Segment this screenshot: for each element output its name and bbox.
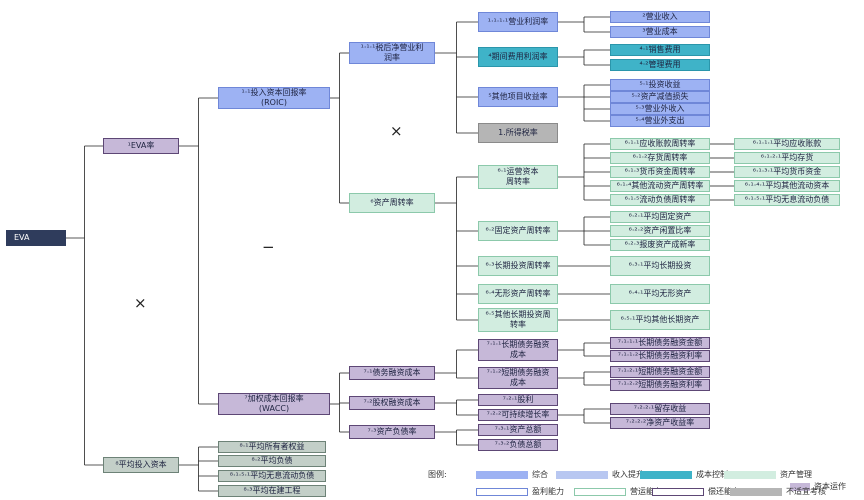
multiply-operator-bottom: × — [134, 294, 147, 312]
node-fa-turnover: ⁶·²固定资产周转率 — [478, 221, 558, 241]
node-ar-turnover: ⁶·¹·¹应收账款周转率 — [610, 138, 710, 150]
node-olta-turnover: ⁶·⁵其他长期投资周 转率 — [478, 308, 558, 332]
legend-label-operating: 营运能力 — [630, 487, 662, 496]
node-st-debt-amt: ⁷·¹·²·¹短期债务融资金额 — [610, 366, 710, 378]
node-debt-cost: ⁷·¹债务融资成本 — [349, 366, 435, 380]
legend-swatch-na — [730, 488, 782, 496]
node-eva-rate: ¹EVA率 — [103, 138, 179, 154]
node-growth: ⁷·²·²可持续增长率 — [478, 409, 558, 421]
node-avg-fa: ⁶·²·¹平均固定资产 — [610, 211, 710, 223]
node-avg-oca: ⁶·¹·⁴·¹平均其他流动资本 — [734, 180, 840, 192]
node-lt-debt-cost: ⁷·¹·¹长期债务融资 成本 — [478, 339, 558, 361]
node-asset-turnover: ⁶资产周转率 — [349, 193, 435, 213]
node-total-assets: ⁷·³·¹资产总额 — [478, 424, 558, 436]
node-avg-olta: ⁶·⁵·¹平均其他长期资产 — [610, 310, 710, 330]
node-st-debt-cost: ⁷·¹·²短期债务融资 成本 — [478, 367, 558, 389]
node-nonop-income: ⁵·³营业外收入 — [610, 103, 710, 115]
legend-label-general: 综合 — [532, 470, 548, 479]
node-fa-idle: ⁶·²·²资产闲置比率 — [610, 225, 710, 237]
legend-label-capital: 资本运作 — [814, 482, 846, 491]
node-retained: ⁷·²·²·¹留存收益 — [610, 403, 710, 415]
node-cash-turnover: ⁶·¹·³货币资金周转率 — [610, 166, 710, 178]
legend-swatch-operating — [574, 488, 626, 496]
node-roic: ¹·¹投入资本回报率 (ROIC) — [218, 87, 330, 109]
legend-label-profit: 盈利能力 — [532, 487, 564, 496]
node-debt-ratio: ⁷·³资产负债率 — [349, 425, 435, 439]
legend-label-solvency: 偿还能力 — [708, 487, 740, 496]
node-avg-ncl: ⁶·¹·⁵·¹平均无息流动负债 — [734, 194, 840, 206]
legend-swatch-profit — [476, 488, 528, 496]
node-avg-inv: ⁶·¹·²·¹平均存货 — [734, 152, 840, 164]
node-sell-exp: ⁴·¹销售费用 — [610, 44, 710, 56]
node-avg-noncl: ⁸·¹·⁵·¹平均无息流动负债 — [218, 470, 326, 482]
node-cl-turnover: ⁶·¹·⁵流动负债周转率 — [610, 194, 710, 206]
legend-swatch-general — [476, 471, 528, 479]
node-equity-cost: ⁷·²股权融资成本 — [349, 396, 435, 410]
node-avg-debt: ⁸·²平均负债 — [218, 455, 326, 467]
multiply-operator-top: × — [390, 122, 403, 140]
legend-label-na: 不适宜考核 — [786, 487, 826, 496]
legend-label-asset: 资产管理 — [780, 470, 812, 479]
node-eva: EVA — [6, 230, 66, 246]
node-op-margin: ¹·¹·¹·¹营业利润率 — [478, 12, 558, 32]
legend-swatch-cost — [640, 471, 692, 479]
node-invest-gain: ⁵·¹投资收益 — [610, 79, 710, 91]
node-st-debt-rate: ⁷·¹·²·²短期债务融资利率 — [610, 379, 710, 391]
node-avg-capital: ⁸平均投入资本 — [103, 457, 179, 473]
legend-swatch-solvency — [652, 488, 704, 496]
minus-operator: − — [262, 238, 275, 256]
node-roe: ⁷·²·²·²净资产收益率 — [610, 417, 710, 429]
node-lt-debt-amt: ⁷·¹·¹·¹长期债务融资金额 — [610, 337, 710, 349]
node-exp-margin: ⁴期间费用利润率 — [478, 47, 558, 67]
node-lti-turnover: ⁶·³长期投资周转率 — [478, 256, 558, 276]
node-dividend: ⁷·²·¹股利 — [478, 394, 558, 406]
node-fa-new: ⁶·²·³报废资产成新率 — [610, 239, 710, 251]
node-avg-ia: ⁶·⁴·¹平均无形资产 — [610, 284, 710, 304]
node-op-cost: ³营业成本 — [610, 26, 710, 38]
node-lt-debt-rate: ⁷·¹·¹·²长期债务融资利率 — [610, 350, 710, 362]
node-avg-ar: ⁶·¹·¹·¹平均应收账款 — [734, 138, 840, 150]
node-tax-rate: 1.所得税率 — [478, 123, 558, 143]
node-wacc: ⁷加权成本回报率 (WACC) — [218, 393, 330, 415]
node-avg-lti: ⁶·³·¹平均长期投资 — [610, 256, 710, 276]
legend-title: 图例: — [428, 470, 447, 479]
node-revenue: ²营业收入 — [610, 11, 710, 23]
legend-swatch-asset — [724, 471, 776, 479]
node-nonop-exp: ⁵·⁴营业外支出 — [610, 115, 710, 127]
node-avg-cash: ⁶·¹·³·¹平均货币资金 — [734, 166, 840, 178]
node-other-gain: ⁵其他项目收益率 — [478, 87, 558, 107]
node-avg-equity: ⁸·¹平均所有者权益 — [218, 441, 326, 453]
node-ia-turnover: ⁶·⁴无形资产周转率 — [478, 284, 558, 304]
node-total-debt: ⁷·³·²负债总额 — [478, 439, 558, 451]
legend-swatch-revenue — [556, 471, 608, 479]
node-admin-exp: ⁴·²管理费用 — [610, 59, 710, 71]
legend-label-cost: 成本控制 — [696, 470, 728, 479]
node-inv-turnover: ⁶·¹·²存货周转率 — [610, 152, 710, 164]
legend-label-revenue: 收入提升 — [612, 470, 644, 479]
legend-swatch-capital — [790, 483, 810, 491]
node-wc-turnover: ⁶·¹运营资本 周转率 — [478, 165, 558, 189]
node-oca-turnover: ⁶·¹·⁴其他流动资产周转率 — [610, 180, 710, 192]
node-impair-loss: ⁵·²资产减值损失 — [610, 91, 710, 103]
node-nopat-margin: ¹·¹·¹税后净营业利 润率 — [349, 42, 435, 64]
node-avg-cip: ⁸·³平均在建工程 — [218, 485, 326, 497]
